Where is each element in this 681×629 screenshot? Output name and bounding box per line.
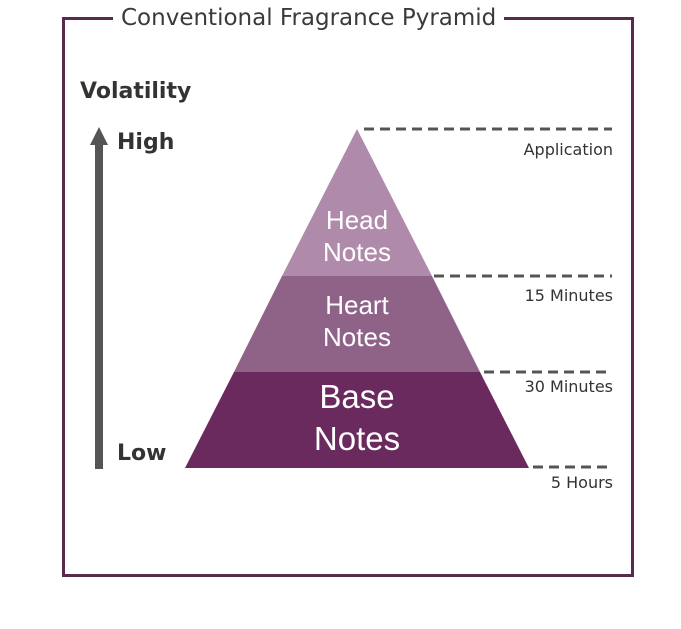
head-notes-line2: Notes — [323, 236, 391, 267]
time-application-label: Application — [523, 140, 613, 159]
heart-notes-label: Heart Notes — [297, 290, 417, 353]
head-notes-layer — [282, 129, 432, 276]
heart-notes-line2: Notes — [323, 321, 391, 352]
volatility-high-label: High — [117, 130, 175, 155]
head-notes-label: Head Notes — [297, 205, 417, 268]
base-notes-line2: Notes — [313, 420, 401, 458]
volatility-arrow-icon — [90, 127, 108, 469]
heart-notes-layer — [234, 276, 480, 372]
volatility-low-label: Low — [117, 441, 167, 466]
time-thirty-minutes-label: 30 Minutes — [524, 377, 613, 396]
heart-notes-line1: Heart — [325, 290, 389, 320]
head-notes-line1: Head — [325, 205, 389, 235]
base-notes-layer — [185, 372, 529, 468]
diagram-title: Conventional Fragrance Pyramid — [113, 4, 505, 32]
time-five-hours-label: 5 Hours — [550, 473, 613, 492]
volatility-axis-label: Volatility — [80, 79, 192, 104]
base-notes-label: Base Notes — [282, 376, 432, 460]
base-notes-line1: Base — [319, 378, 395, 415]
time-fifteen-minutes-label: 15 Minutes — [524, 286, 613, 305]
